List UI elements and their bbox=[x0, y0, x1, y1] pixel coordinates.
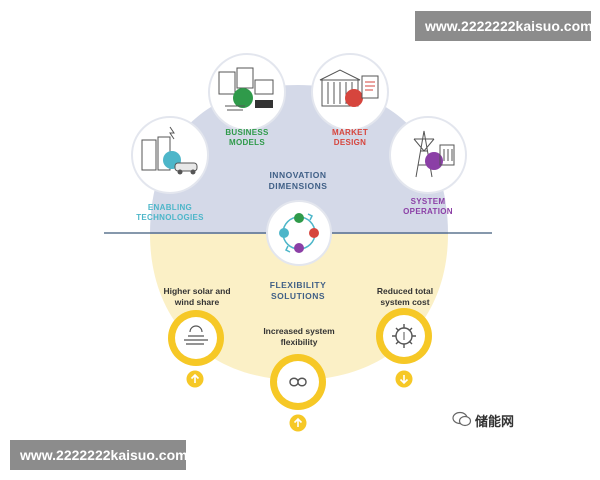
watermark-top: www.2222222kaisuo.com bbox=[415, 11, 593, 41]
wechat-icon bbox=[452, 411, 472, 427]
dimension-enabling-technologies: ENABLING TECHNOLOGIES bbox=[120, 115, 220, 222]
outcome-caption: Reduced total system cost bbox=[376, 286, 434, 307]
dimension-label: SYSTEM OPERATION bbox=[403, 197, 453, 216]
outcome-system-flexibility bbox=[270, 354, 326, 410]
dimension-label: MARKET DESIGN bbox=[331, 128, 369, 147]
dimension-label: ENABLING TECHNOLOGIES bbox=[136, 203, 204, 222]
outcome-caption: Higher solar and wind share bbox=[163, 286, 231, 307]
arrow-up-icon bbox=[289, 414, 307, 432]
infinity-link-icon bbox=[289, 377, 307, 387]
cost-gear-icon bbox=[392, 324, 416, 348]
dimension-system-operation: SYSTEM OPERATION bbox=[378, 115, 478, 220]
arrow-down-icon bbox=[395, 370, 413, 388]
business-models-icon bbox=[208, 53, 286, 131]
arrow-up-icon bbox=[186, 370, 204, 388]
dimension-label: BUSINESS MODELS bbox=[225, 128, 269, 147]
transmission-tower-icon bbox=[389, 116, 467, 194]
flexibility-area bbox=[150, 234, 448, 380]
cycle-icon bbox=[266, 200, 332, 266]
sun-wind-icon bbox=[184, 325, 208, 345]
flexibility-solutions-label: FLEXIBILITY SOLUTIONS bbox=[269, 280, 327, 301]
watermark-bottom: www.2222222kaisuo.com bbox=[10, 440, 188, 470]
outcome-reduced-cost bbox=[376, 308, 432, 364]
outcome-caption: Increased system flexibility bbox=[263, 326, 335, 347]
brand-name: 储能网 bbox=[475, 415, 515, 430]
innovation-dimensions-label: INNOVATION DIMENSIONS bbox=[268, 170, 328, 191]
dimension-business-models: BUSINESS MODELS bbox=[197, 50, 297, 150]
ev-charging-icon bbox=[131, 116, 209, 194]
dimension-market-design: MARKET DESIGN bbox=[300, 50, 400, 150]
outcome-higher-share bbox=[168, 310, 224, 366]
